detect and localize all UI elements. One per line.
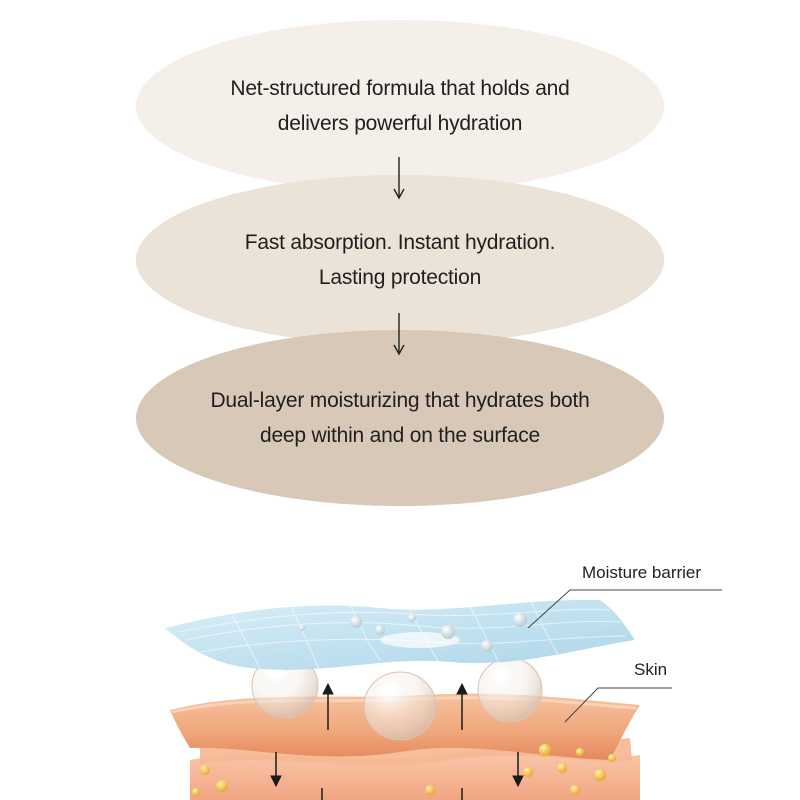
step-1-text: Net-structured formula that holds and de… (230, 77, 570, 135)
down-arrow-icon (270, 752, 524, 800)
moisture-barrier-label: Moisture barrier (582, 563, 702, 582)
step-3-text: Dual-layer moisturizing that hydrates bo… (210, 389, 590, 447)
water-droplets (299, 613, 527, 652)
moisture-barrier-layer (165, 599, 635, 673)
skin-leader-line (564, 687, 672, 723)
step-ellipse-2: Fast absorption. Instant hydration. Last… (136, 175, 664, 345)
nutrient-particles (192, 744, 616, 796)
up-arrow-icon (322, 682, 468, 730)
step-2-text: Fast absorption. Instant hydration. Last… (244, 231, 556, 289)
down-arrow-icon (393, 157, 405, 200)
hydration-bubbles (251, 653, 543, 741)
skin-label: Skin (634, 660, 668, 679)
down-arrow-icon (393, 313, 405, 356)
step-ellipse-1: Net-structured formula that holds and de… (136, 20, 664, 192)
skin-layers-illustration (165, 589, 722, 800)
moisture-barrier-leader-line (527, 589, 722, 629)
step-ellipse-3: Dual-layer moisturizing that hydrates bo… (136, 330, 664, 506)
